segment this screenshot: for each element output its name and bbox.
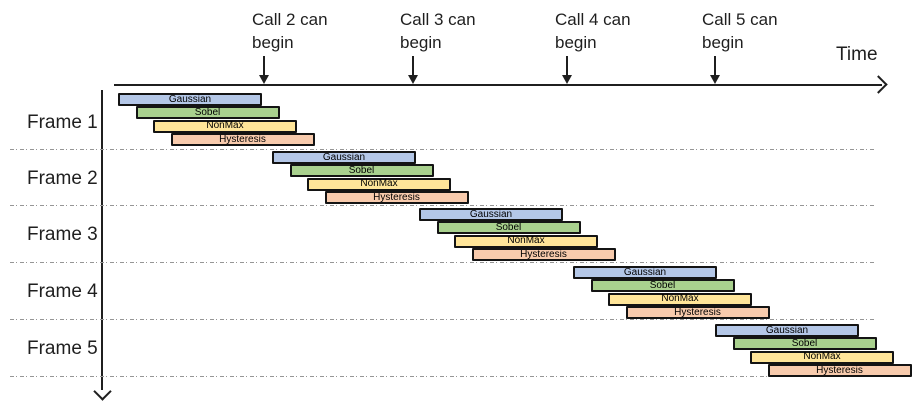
down-arrow-icon bbox=[710, 75, 720, 84]
bar-gaussian: Gaussian bbox=[573, 266, 717, 279]
bar-gaussian: Gaussian bbox=[272, 151, 416, 164]
down-arrow-stem bbox=[263, 56, 265, 76]
bar-hysteresis: Hysteresis bbox=[170, 133, 315, 147]
time-axis-line bbox=[114, 84, 882, 86]
bar-gaussian: Gaussian bbox=[419, 208, 563, 221]
row-separator bbox=[10, 376, 874, 377]
frame-row-label: Frame 2 bbox=[27, 168, 98, 189]
call-annotation-label: Call 3 can begin bbox=[400, 10, 476, 52]
frame-axis-arrowhead-icon bbox=[93, 382, 112, 401]
call-annotation-label: Call 2 can begin bbox=[252, 10, 328, 52]
down-arrow-icon bbox=[408, 75, 418, 84]
bar-sobel: Sobel bbox=[436, 221, 581, 235]
frame-axis-line bbox=[101, 90, 103, 390]
bar-nonmax: NonMax bbox=[454, 234, 598, 248]
bar-sobel: Sobel bbox=[135, 106, 280, 120]
row-separator bbox=[10, 149, 874, 150]
bar-nonmax: NonMax bbox=[750, 350, 894, 364]
frame-row-label: Frame 1 bbox=[27, 112, 98, 133]
bar-sobel: Sobel bbox=[289, 164, 434, 178]
bar-gaussian: Gaussian bbox=[118, 93, 262, 106]
down-arrow-stem bbox=[566, 56, 568, 76]
bar-nonmax: NonMax bbox=[307, 177, 451, 191]
call-annotation-label: Call 4 can begin bbox=[555, 10, 631, 52]
bar-nonmax: NonMax bbox=[608, 292, 752, 306]
frame-row-label: Frame 4 bbox=[27, 281, 98, 302]
bar-sobel: Sobel bbox=[590, 279, 735, 293]
bar-hysteresis: Hysteresis bbox=[767, 364, 912, 378]
bar-hysteresis: Hysteresis bbox=[324, 191, 469, 205]
row-separator bbox=[10, 262, 874, 263]
call-annotation-label: Call 5 can begin bbox=[702, 10, 778, 52]
down-arrow-stem bbox=[412, 56, 414, 76]
row-separator bbox=[10, 205, 874, 206]
bar-gaussian: Gaussian bbox=[715, 324, 859, 337]
frame-row-label: Frame 3 bbox=[27, 224, 98, 245]
down-arrow-icon bbox=[562, 75, 572, 84]
row-separator bbox=[10, 319, 874, 320]
frame-row-label: Frame 5 bbox=[27, 338, 98, 359]
time-axis-arrowhead-icon bbox=[869, 75, 888, 94]
bar-nonmax: NonMax bbox=[153, 119, 297, 133]
bar-hysteresis: Hysteresis bbox=[625, 306, 770, 320]
bar-sobel: Sobel bbox=[732, 337, 877, 351]
time-axis-label: Time bbox=[836, 44, 878, 65]
bar-hysteresis: Hysteresis bbox=[471, 248, 616, 262]
down-arrow-stem bbox=[714, 56, 716, 76]
down-arrow-icon bbox=[259, 75, 269, 84]
